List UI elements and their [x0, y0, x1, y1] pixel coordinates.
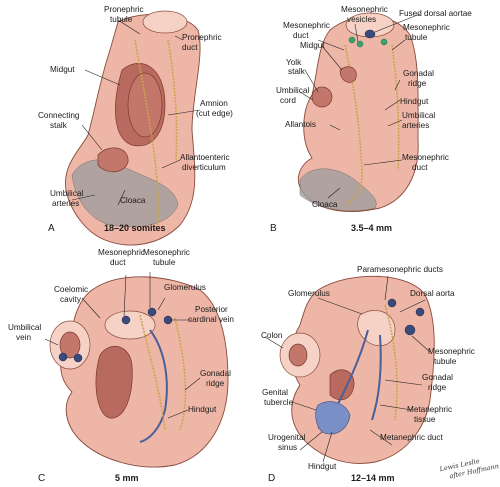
label-mesonephric-tubule-b-2: tubule: [405, 33, 428, 42]
panel-letter-a: A: [48, 223, 55, 234]
label-umbilical-arteries-b-1: Umbilical: [402, 111, 435, 120]
label-yolk-stalk-1: Yolk: [286, 58, 302, 67]
label-dorsal-aorta: Dorsal aorta: [410, 289, 455, 298]
panel-c-labels: Mesonephric duct Mesonephric tubule Coel…: [8, 248, 234, 414]
label-gonadal-ridge-b-2: ridge: [408, 79, 427, 88]
label-umbilical-vein-2: vein: [16, 333, 31, 342]
label-mesonephric-duct-c-1: Mesonephric: [98, 248, 145, 257]
label-connecting-stalk-2: stalk: [50, 121, 68, 130]
panel-b-leaders: [299, 13, 421, 199]
label-gonadal-ridge-d-1: Gonadal: [422, 373, 453, 382]
label-connecting-stalk-1: Connecting: [38, 111, 80, 120]
panel-letter-b: B: [270, 223, 277, 234]
label-pronephric-tubule-a-1: Pronephric: [104, 5, 144, 14]
label-umbilical-arteries-a-2: arteries: [52, 199, 79, 208]
label-umbilical-arteries-b-2: arteries: [402, 121, 429, 130]
label-mesonephric-tubule-c-1: Mesonephric: [143, 248, 190, 257]
panel-d-drawing: [279, 275, 435, 464]
label-gonadal-ridge-b-1: Gonadal: [403, 69, 434, 78]
panel-a-drawing: [64, 10, 201, 246]
panel-caption-c: 5 mm: [115, 473, 139, 483]
label-umbilical-arteries-a-1: Umbilical: [50, 189, 83, 198]
label-gonadal-ridge-c-2: ridge: [206, 379, 225, 388]
label-mesonephric-duct-c-2: duct: [110, 258, 126, 267]
panel-a-labels: Pronephric tubule Pronephric duct Midgut…: [38, 5, 233, 208]
panel-d-labels: Paramesonephric ducts Glomerulus Dorsal …: [261, 265, 475, 471]
label-mesonephric-tubule-d-1: Mesonephric: [428, 347, 475, 356]
label-hindgut-d: Hindgut: [308, 462, 337, 471]
label-glomerulus-c: Glomerulus: [164, 283, 206, 292]
panel-caption-b: 3.5–4 mm: [351, 223, 392, 233]
label-allantoenteric-2: diverticulum: [182, 163, 226, 172]
label-pronephric-tubule-a-2: tubule: [110, 15, 133, 24]
label-umbilical-cord-2: cord: [280, 96, 296, 105]
label-colon: Colon: [261, 331, 283, 340]
panel-d-leaders: [264, 275, 431, 463]
label-mesonephric-vesicles-2: vesicles: [347, 15, 376, 24]
label-coelomic-cavity-2: cavity: [60, 295, 82, 304]
label-midgut-a: Midgut: [50, 65, 75, 74]
label-pronephric-duct-a-1: Pronephric: [182, 33, 222, 42]
label-glomerulus-d: Glomerulus: [288, 289, 330, 298]
label-mesonephric-duct-b-2: duct: [293, 31, 309, 40]
label-mesonephric-duct-b-1: Mesonephric: [283, 21, 330, 30]
label-metanephric-tissue-2: tissue: [414, 415, 436, 424]
panel-a-leaders: [71, 19, 201, 206]
panel-caption-a: 18–20 somites: [104, 223, 166, 233]
label-mesonephric-tubule-d-2: tubule: [434, 357, 457, 366]
label-mesonephric-duct-b2-2: duct: [412, 163, 428, 172]
label-cloaca-a: Cloaca: [120, 196, 146, 205]
label-posterior-cardinal-vein-1: Posterior: [195, 305, 228, 314]
label-umbilical-vein-1: Umbilical: [8, 323, 41, 332]
label-mesonephric-tubule-c-2: tubule: [153, 258, 176, 267]
label-allantoenteric-1: Allantoenteric: [180, 153, 230, 162]
panel-c-drawing: [49, 276, 229, 468]
label-hindgut-b: Hindgut: [400, 97, 429, 106]
artist-signature: Lewis Leslie after Hoffmann: [438, 457, 500, 480]
label-mesonephric-tubule-b-1: Mesonephric: [403, 23, 450, 32]
label-urogenital-sinus-2: sinus: [278, 443, 297, 452]
panel-letter-d: D: [268, 473, 275, 484]
panel-c-leaders: [44, 272, 201, 419]
label-amnion-a-2: (cut edge): [196, 109, 233, 118]
label-urogenital-sinus-1: Urogenital: [268, 433, 306, 442]
panel-caption-d: 12–14 mm: [351, 473, 395, 483]
label-cloaca-b: Cloaca: [312, 200, 338, 209]
label-midgut-b: Midgut: [300, 41, 325, 50]
label-mesonephric-duct-b2-1: Mesonephric: [402, 153, 449, 162]
label-gonadal-ridge-d-2: ridge: [428, 383, 447, 392]
label-genital-tubercle-1: Genital: [262, 388, 288, 397]
label-posterior-cardinal-vein-2: cardinal vein: [188, 315, 234, 324]
label-genital-tubercle-2: tubercle: [264, 398, 294, 407]
label-hindgut-c: Hindgut: [188, 405, 217, 414]
panel-letter-c: C: [38, 473, 45, 484]
label-umbilical-cord-1: Umbilical: [276, 86, 309, 95]
label-fused-dorsal-aortae: Fused dorsal aortae: [399, 9, 472, 18]
label-paramesonephric-ducts: Paramesonephric ducts: [357, 265, 443, 274]
label-allantois: Allantois: [285, 120, 316, 129]
label-coelomic-cavity-1: Coelomic: [54, 285, 88, 294]
label-metanephric-duct: Metanephric duct: [380, 433, 444, 442]
panel-b-labels: Mesonephric vesicles Fused dorsal aortae…: [276, 5, 472, 209]
label-gonadal-ridge-c-1: Gonadal: [200, 369, 231, 378]
label-mesonephric-vesicles-1: Mesonephric: [341, 5, 388, 14]
label-yolk-stalk-2: stalk: [288, 67, 306, 76]
label-pronephric-duct-a-2: duct: [182, 43, 198, 52]
label-metanephric-tissue-1: Metanephric: [407, 405, 452, 414]
label-amnion-a-1: Amnion: [200, 99, 228, 108]
